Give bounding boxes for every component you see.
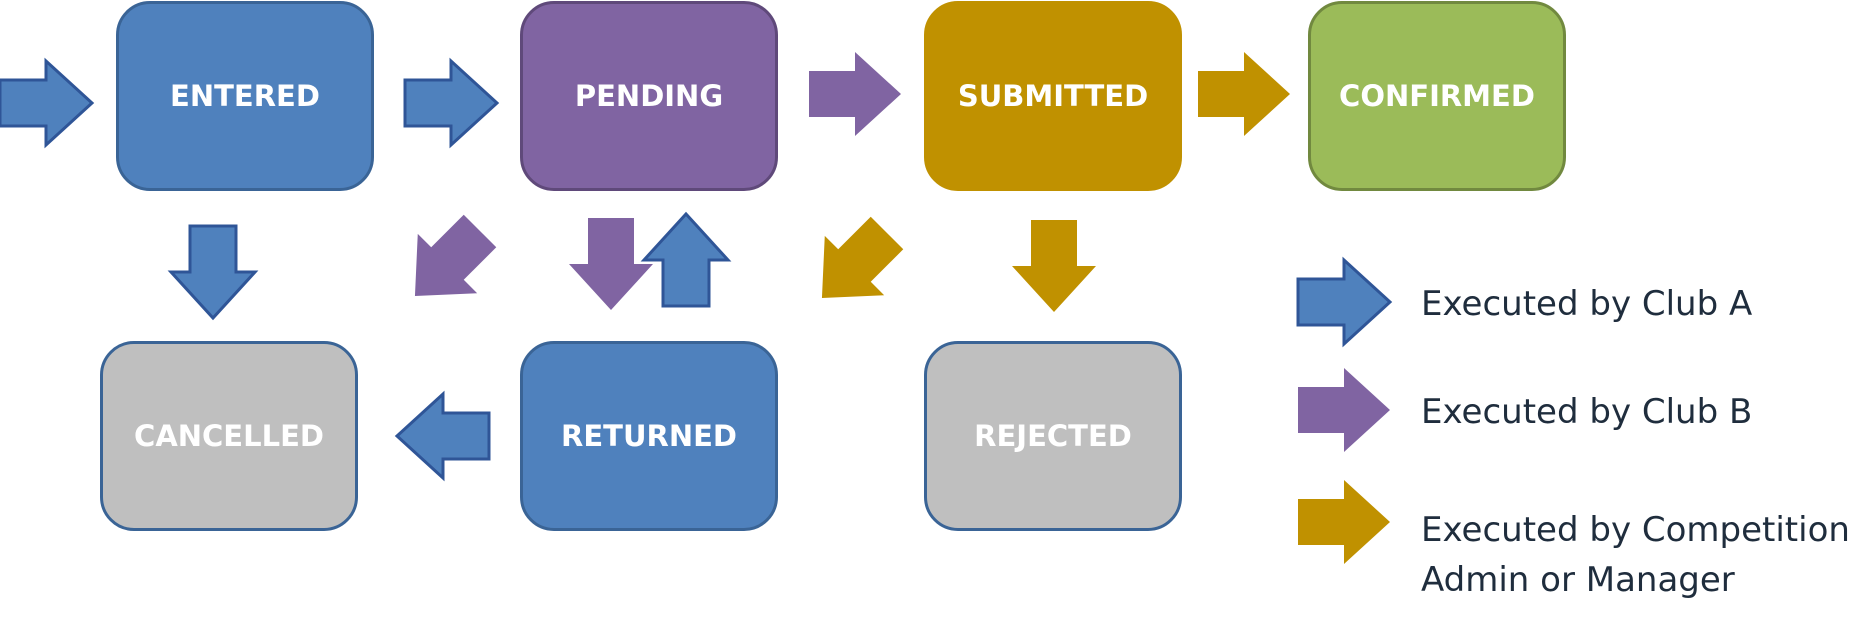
arrow-returned-to-cancelled <box>395 392 491 480</box>
arrow-start-to-entered <box>0 59 94 147</box>
legend-label-club-a: Executed by Club A <box>1421 284 1753 324</box>
legend-label-club-b: Executed by Club B <box>1421 392 1753 432</box>
legend-arrow-admin <box>1298 480 1390 564</box>
state-pending-label: PENDING <box>574 79 724 113</box>
legend-label-admin-line2: Admin or Manager <box>1421 560 1735 600</box>
state-entered: ENTERED <box>116 1 374 191</box>
arrow-entered-to-cancelled <box>169 224 257 320</box>
arrow-submitted-to-returned <box>792 203 917 328</box>
state-rejected: REJECTED <box>924 341 1182 531</box>
state-rejected-label: REJECTED <box>974 419 1132 453</box>
state-entered-label: ENTERED <box>170 79 320 113</box>
arrow-submitted-to-rejected <box>1012 220 1096 312</box>
legend-arrow-club-b <box>1298 368 1390 452</box>
legend-arrow-club-a <box>1296 258 1392 346</box>
arrow-submitted-to-confirmed <box>1198 52 1290 136</box>
arrow-pending-to-returned <box>569 218 653 310</box>
state-cancelled: CANCELLED <box>100 341 358 531</box>
arrow-entered-to-pending <box>403 59 499 147</box>
state-confirmed: CONFIRMED <box>1308 1 1566 191</box>
state-returned: RETURNED <box>520 341 778 531</box>
arrow-pending-to-cancelled <box>385 201 510 326</box>
arrow-pending-to-submitted <box>809 52 901 136</box>
state-returned-label: RETURNED <box>561 419 737 453</box>
state-pending: PENDING <box>520 1 778 191</box>
state-cancelled-label: CANCELLED <box>134 419 324 453</box>
state-confirmed-label: CONFIRMED <box>1339 79 1535 113</box>
legend-label-admin-line1: Executed by Competition <box>1421 510 1850 550</box>
state-submitted-label: SUBMITTED <box>957 79 1149 113</box>
arrow-returned-to-pending <box>642 212 730 308</box>
state-submitted: SUBMITTED <box>924 1 1182 191</box>
